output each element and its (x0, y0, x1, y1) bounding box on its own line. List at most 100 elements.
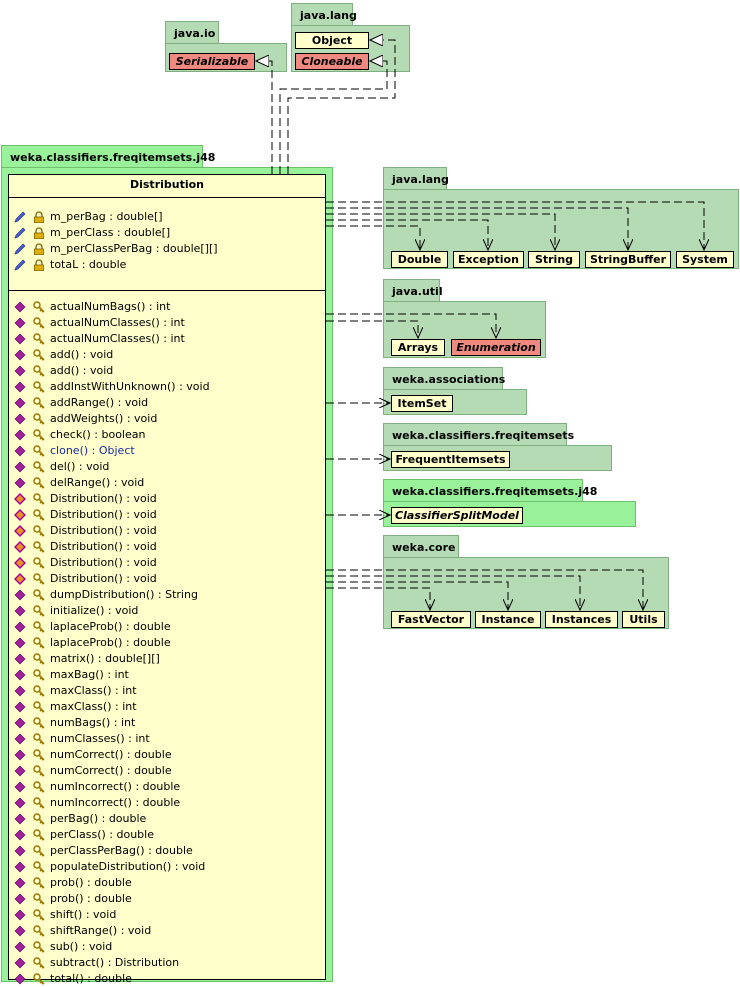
method-row[interactable]: initialize() : void (9, 603, 325, 619)
package-label: java.lang (392, 173, 449, 186)
method-row[interactable]: clone() : Object (9, 443, 325, 459)
method-row[interactable]: actualNumClasses() : int (9, 315, 325, 331)
attribute-row[interactable]: m_perClassPerBag : double[][] (9, 241, 325, 257)
method-row[interactable]: addWeights() : void (9, 411, 325, 427)
class-cloneable[interactable]: Cloneable (295, 53, 369, 70)
method-row[interactable]: numBags() : int (9, 715, 325, 731)
method-row[interactable]: addRange() : void (9, 395, 325, 411)
method-row[interactable]: Distribution() : void (9, 491, 325, 507)
method-row[interactable]: del() : void (9, 459, 325, 475)
attribute-label: m_perBag : double[] (50, 210, 163, 223)
method-row[interactable]: maxBag() : int (9, 667, 325, 683)
method-row[interactable]: addInstWithUnknown() : void (9, 379, 325, 395)
method-row[interactable]: shift() : void (9, 907, 325, 923)
method-row[interactable]: actualNumClasses() : int (9, 331, 325, 347)
method-icon (14, 717, 26, 729)
class-enumeration[interactable]: Enumeration (451, 339, 541, 356)
package-tab-weka-j48: weka.classifiers.freqitemsets.j48 (383, 479, 597, 502)
field-icon (14, 227, 26, 239)
class-string[interactable]: String (528, 251, 580, 268)
method-row[interactable]: add() : void (9, 347, 325, 363)
method-icon (14, 429, 26, 441)
class-object[interactable]: Object (295, 32, 369, 49)
method-row[interactable]: perClass() : double (9, 827, 325, 843)
method-icon (14, 413, 26, 425)
method-row[interactable]: numIncorrect() : double (9, 795, 325, 811)
method-row[interactable]: matrix() : double[][] (9, 651, 325, 667)
method-row[interactable]: total() : double (9, 971, 325, 987)
class-serializable[interactable]: Serializable (169, 53, 255, 70)
method-row[interactable]: laplaceProb() : double (9, 635, 325, 651)
class-utils[interactable]: Utils (622, 611, 665, 628)
method-label: numBags() : int (50, 716, 136, 729)
method-row[interactable]: check() : boolean (9, 427, 325, 443)
method-icon (14, 781, 26, 793)
method-label: maxClass() : int (50, 684, 137, 697)
field-icon (14, 243, 26, 255)
method-label: perClass() : double (50, 828, 154, 841)
class-stringbuffer[interactable]: StringBuffer (585, 251, 671, 268)
attribute-row[interactable]: m_perBag : double[] (9, 209, 325, 225)
attribute-label: m_perClassPerBag : double[][] (50, 242, 218, 255)
method-row[interactable]: dumpDistribution() : String (9, 587, 325, 603)
class-instance[interactable]: Instance (475, 611, 541, 628)
method-row[interactable]: maxClass() : int (9, 699, 325, 715)
method-label: addInstWithUnknown() : void (50, 380, 210, 393)
access-key-icon (33, 317, 45, 329)
private-lock-icon (34, 227, 44, 239)
package-label: weka.classifiers.freqitemsets (392, 429, 575, 442)
method-label: initialize() : void (50, 604, 139, 617)
method-label: dumpDistribution() : String (50, 588, 198, 601)
method-row[interactable]: add() : void (9, 363, 325, 379)
method-row[interactable]: Distribution() : void (9, 555, 325, 571)
attribute-row[interactable]: m_perClass : double[] (9, 225, 325, 241)
method-row[interactable]: shiftRange() : void (9, 923, 325, 939)
access-key-icon (33, 557, 45, 569)
method-row[interactable]: prob() : double (9, 875, 325, 891)
method-row[interactable]: numCorrect() : double (9, 763, 325, 779)
method-icon (14, 301, 26, 313)
class-arrays[interactable]: Arrays (391, 339, 445, 356)
package-weka-associations (383, 389, 527, 415)
method-row[interactable]: Distribution() : void (9, 571, 325, 587)
method-row[interactable]: numIncorrect() : double (9, 779, 325, 795)
method-row[interactable]: subtract() : Distribution (9, 955, 325, 971)
method-row[interactable]: Distribution() : void (9, 539, 325, 555)
method-row[interactable]: numCorrect() : double (9, 747, 325, 763)
class-distribution[interactable]: Distribution m_perBag : double[] m_perCla… (8, 174, 326, 985)
method-row[interactable]: Distribution() : void (9, 507, 325, 523)
access-key-icon (33, 573, 45, 585)
class-frequentitemsets[interactable]: FrequentItemsets (391, 451, 510, 468)
method-label: numIncorrect() : double (50, 780, 181, 793)
access-key-icon (33, 333, 45, 345)
class-classifiersplitmodel[interactable]: ClassifierSplitModel (391, 507, 523, 524)
class-double[interactable]: Double (391, 251, 448, 268)
method-row[interactable]: laplaceProb() : double (9, 619, 325, 635)
method-icon (14, 845, 26, 857)
attribute-row[interactable]: totaL : double (9, 257, 325, 273)
method-row[interactable]: perBag() : double (9, 811, 325, 827)
class-instances[interactable]: Instances (545, 611, 618, 628)
method-label: maxBag() : int (50, 668, 129, 681)
method-row[interactable]: sub() : void (9, 939, 325, 955)
method-row[interactable]: Distribution() : void (9, 523, 325, 539)
method-icon (14, 861, 26, 873)
method-row[interactable]: maxClass() : int (9, 683, 325, 699)
class-system[interactable]: System (676, 251, 734, 268)
access-key-icon (33, 717, 45, 729)
method-icon (14, 733, 26, 745)
method-row[interactable]: perClassPerBag() : double (9, 843, 325, 859)
access-key-icon (33, 461, 45, 473)
method-row[interactable]: prob() : double (9, 891, 325, 907)
class-exception[interactable]: Exception (453, 251, 524, 268)
method-row[interactable]: numClasses() : int (9, 731, 325, 747)
method-row[interactable]: delRange() : void (9, 475, 325, 491)
method-icon (14, 381, 26, 393)
method-row[interactable]: actualNumBags() : int (9, 299, 325, 315)
class-name: Distribution (9, 175, 325, 198)
class-itemset[interactable]: ItemSet (391, 395, 453, 412)
attribute-compartment: m_perBag : double[] m_perClass : double[]… (9, 198, 325, 290)
class-fastvector[interactable]: FastVector (391, 611, 471, 628)
method-label: Distribution() : void (50, 508, 157, 521)
method-row[interactable]: populateDistribution() : void (9, 859, 325, 875)
